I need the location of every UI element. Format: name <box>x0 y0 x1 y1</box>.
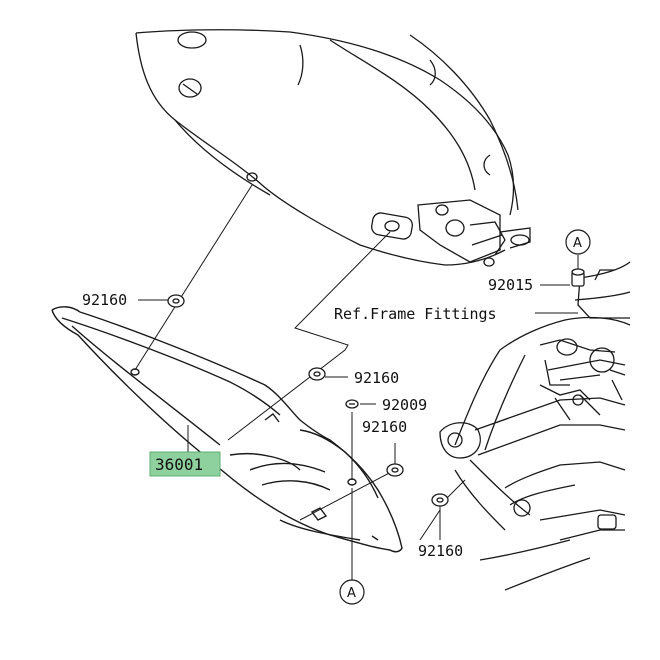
label-part-36001: 36001 <box>155 455 203 474</box>
leader-lines <box>134 184 579 580</box>
grommet-92160-d <box>431 493 449 507</box>
fuel-tank-outline <box>135 29 519 266</box>
label-grommet-lower-mid: 92160 <box>362 418 407 436</box>
label-grommet-bottom: 92160 <box>418 542 463 560</box>
label-screw: 92009 <box>382 396 427 414</box>
side-cover-part <box>51 306 403 553</box>
label-collar: 92015 <box>488 276 533 294</box>
tank-bracket <box>371 199 531 267</box>
grommet-92160-b <box>308 367 326 381</box>
label-grommet-mid-right: 92160 <box>354 369 399 387</box>
screw-92009 <box>345 399 359 409</box>
label-ref-frame-fittings: Ref.Frame Fittings <box>334 305 497 323</box>
callout-a-top-letter: A <box>573 236 582 251</box>
callout-a-bottom <box>339 579 365 605</box>
callout-a-bottom-letter: A <box>347 586 356 601</box>
callout-a-top <box>565 229 591 255</box>
collar-92015 <box>571 268 585 287</box>
frame-outline <box>439 261 631 591</box>
part-highlight-box <box>149 451 221 477</box>
label-grommet-top-left: 92160 <box>82 291 127 309</box>
grommet-92160-a <box>167 294 185 308</box>
grommet-92160-c <box>386 463 404 477</box>
